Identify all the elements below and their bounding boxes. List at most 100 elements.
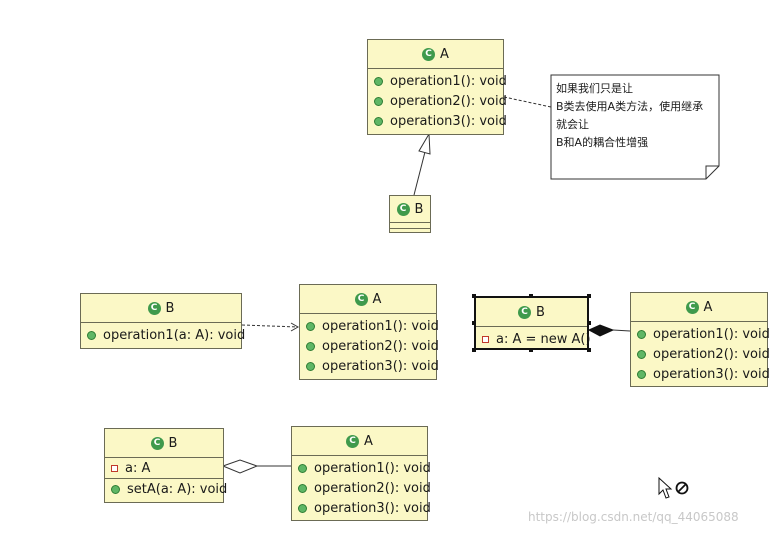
method-signature: operation1(a: A): void	[103, 327, 246, 343]
method-row[interactable]: operation1(): void	[300, 316, 439, 336]
method-signature: operation3(): void	[314, 500, 431, 516]
class-icon: C	[346, 434, 360, 448]
class-name: B	[536, 304, 545, 320]
method-row[interactable]: setA(a: A): void	[105, 479, 227, 499]
field-signature: a: A	[125, 460, 151, 476]
class-name: A	[372, 291, 382, 307]
composition-line	[612, 329, 631, 332]
method-row[interactable]: operation2(): void	[300, 336, 439, 356]
method-row[interactable]: operation1(): void	[292, 458, 431, 478]
field-row[interactable]: a: A	[105, 458, 223, 478]
public-method-icon	[374, 116, 383, 126]
dependency-arrowhead	[290, 322, 300, 332]
method-row[interactable]: operation3(): void	[292, 498, 431, 518]
fields-section: a: A = new A()	[476, 327, 591, 351]
class-name: B	[414, 201, 424, 217]
method-row[interactable]: operation1(): void	[631, 324, 770, 344]
class-a-composition[interactable]: C A operation1(): void operation2(): voi…	[630, 292, 770, 387]
class-header: C A	[368, 40, 503, 69]
selection-handle[interactable]	[587, 294, 591, 298]
class-b-dependency[interactable]: C B operation1(a: A): void	[80, 293, 245, 349]
selection-handle[interactable]	[472, 321, 476, 325]
selection-handle[interactable]	[529, 294, 533, 298]
note[interactable]: 如果我们只是让 B类去使用A类方法，使用继承 就会让 B和A的耦合性增强	[550, 75, 718, 179]
public-method-icon	[87, 330, 96, 340]
class-b-composition[interactable]: C B a: A = new A()	[474, 296, 591, 351]
private-field-icon	[111, 464, 118, 472]
selection-handle[interactable]	[587, 348, 591, 352]
class-b-aggregation[interactable]: C B a: A setA(a: A): void	[104, 428, 227, 503]
class-a-inheritance[interactable]: C A operation1(): void operation2(): voi…	[367, 39, 507, 135]
inheritance-line	[413, 147, 427, 196]
methods-section: operation1(a: A): void	[81, 323, 245, 347]
class-icon: C	[685, 300, 699, 314]
fields-section: a: A	[105, 458, 223, 479]
method-signature: operation2(): void	[322, 338, 439, 354]
methods-section: operation1(): void operation2(): void op…	[368, 69, 507, 133]
method-row[interactable]: operation2(): void	[631, 344, 770, 364]
method-signature: operation1(): void	[322, 318, 439, 334]
note-link-line	[503, 96, 552, 108]
private-field-icon	[482, 335, 489, 343]
public-method-icon	[306, 361, 315, 371]
selection-handle[interactable]	[529, 348, 533, 352]
method-signature: operation1(): void	[390, 73, 507, 89]
class-a-dependency[interactable]: C A operation1(): void operation2(): voi…	[299, 284, 439, 380]
class-header: C B	[476, 298, 587, 327]
method-signature: operation2(): void	[653, 346, 770, 362]
selection-handle[interactable]	[472, 294, 476, 298]
fields-section	[390, 223, 430, 229]
aggregation-diamond	[221, 459, 259, 474]
class-name: A	[364, 433, 373, 449]
class-icon: C	[518, 305, 532, 319]
class-header: C A	[631, 293, 767, 322]
dependency-line	[241, 324, 299, 328]
class-header: C A	[300, 285, 436, 314]
field-signature: a: A = new A()	[496, 331, 591, 347]
field-row[interactable]: a: A = new A()	[476, 329, 591, 349]
method-signature: operation3(): void	[322, 358, 439, 374]
public-method-icon	[374, 96, 383, 106]
class-b-inheritance[interactable]: C B	[389, 195, 431, 233]
public-method-icon	[306, 321, 315, 331]
methods-section: setA(a: A): void	[105, 479, 227, 499]
public-method-icon	[637, 349, 646, 359]
class-name: B	[168, 435, 178, 451]
method-row[interactable]: operation2(): void	[368, 91, 507, 111]
class-icon: C	[354, 292, 368, 306]
inheritance-arrowhead	[418, 132, 431, 155]
selection-handle[interactable]	[472, 348, 476, 352]
public-method-icon	[298, 503, 307, 513]
note-line: 如果我们只是让	[556, 82, 633, 95]
method-signature: setA(a: A): void	[127, 481, 228, 497]
method-row[interactable]: operation3(): void	[300, 356, 439, 376]
arrow-cursor-icon	[658, 476, 673, 499]
method-row[interactable]: operation2(): void	[292, 478, 431, 498]
watermark: https://blog.csdn.net/qq_44065088	[528, 510, 739, 524]
method-signature: operation3(): void	[390, 113, 507, 129]
method-row[interactable]: operation1(): void	[368, 71, 507, 91]
method-row[interactable]: operation3(): void	[368, 111, 507, 131]
class-icon: C	[422, 47, 436, 61]
composition-diamond	[587, 324, 615, 337]
method-row[interactable]: operation1(a: A): void	[81, 325, 245, 345]
methods-section: operation1(): void operation2(): void op…	[292, 456, 431, 520]
method-signature: operation3(): void	[653, 366, 770, 382]
note-shape	[550, 74, 720, 180]
method-signature: operation2(): void	[390, 93, 507, 109]
method-row[interactable]: operation3(): void	[631, 364, 770, 384]
selection-handle[interactable]	[587, 321, 591, 325]
note-line: B和A的耦合性增强	[556, 136, 649, 149]
class-a-aggregation[interactable]: C A operation1(): void operation2(): voi…	[291, 426, 431, 521]
class-header: C B	[81, 294, 241, 323]
public-method-icon	[111, 484, 120, 494]
class-header: C B	[390, 196, 430, 223]
class-icon: C	[147, 301, 161, 315]
methods-section	[390, 229, 430, 233]
class-icon: C	[396, 202, 410, 216]
class-header: C B	[105, 429, 223, 458]
class-name: A	[440, 46, 449, 62]
class-name: A	[703, 299, 713, 315]
method-signature: operation1(): void	[653, 326, 770, 342]
